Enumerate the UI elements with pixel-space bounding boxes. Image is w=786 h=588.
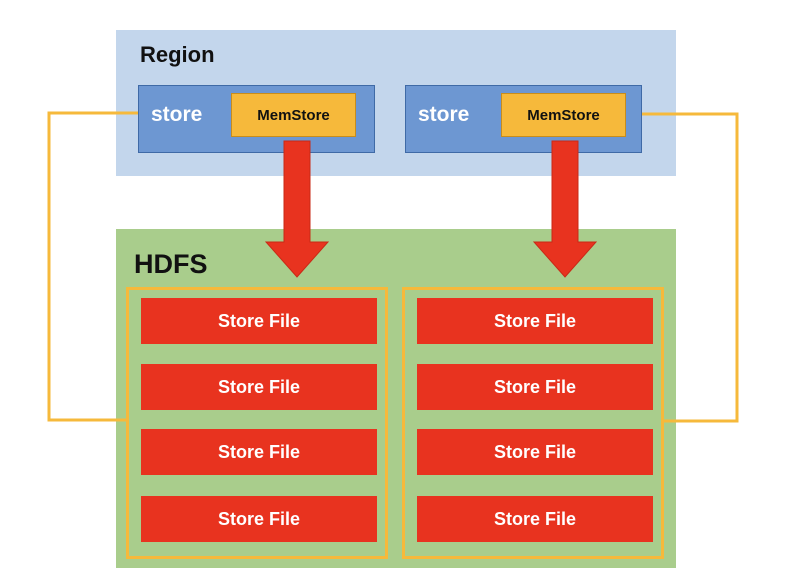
- store-label-right: store: [418, 103, 470, 126]
- connector-line-left: [47, 111, 138, 422]
- store-file: Store File: [417, 364, 653, 410]
- store-file: Store File: [141, 496, 377, 542]
- store-box-left: store MemStore: [138, 85, 375, 153]
- flush-arrow-left: [264, 140, 330, 278]
- flush-arrow-right: [532, 140, 598, 278]
- memstore-left: MemStore: [231, 93, 356, 137]
- store-file: Store File: [417, 429, 653, 475]
- store-file: Store File: [141, 364, 377, 410]
- store-file: Store File: [141, 298, 377, 344]
- store-file: Store File: [141, 429, 377, 475]
- store-box-right: store MemStore: [405, 85, 642, 153]
- store-file: Store File: [417, 496, 653, 542]
- memstore-right: MemStore: [501, 93, 626, 137]
- hdfs-label: HDFS: [134, 249, 208, 279]
- store-file-group-right: Store File Store File Store File Store F…: [402, 287, 664, 559]
- store-file-group-left: Store File Store File Store File Store F…: [126, 287, 388, 559]
- store-file: Store File: [417, 298, 653, 344]
- region-label: Region: [140, 42, 215, 67]
- store-label-left: store: [151, 103, 203, 126]
- connector-line-right: [642, 112, 739, 423]
